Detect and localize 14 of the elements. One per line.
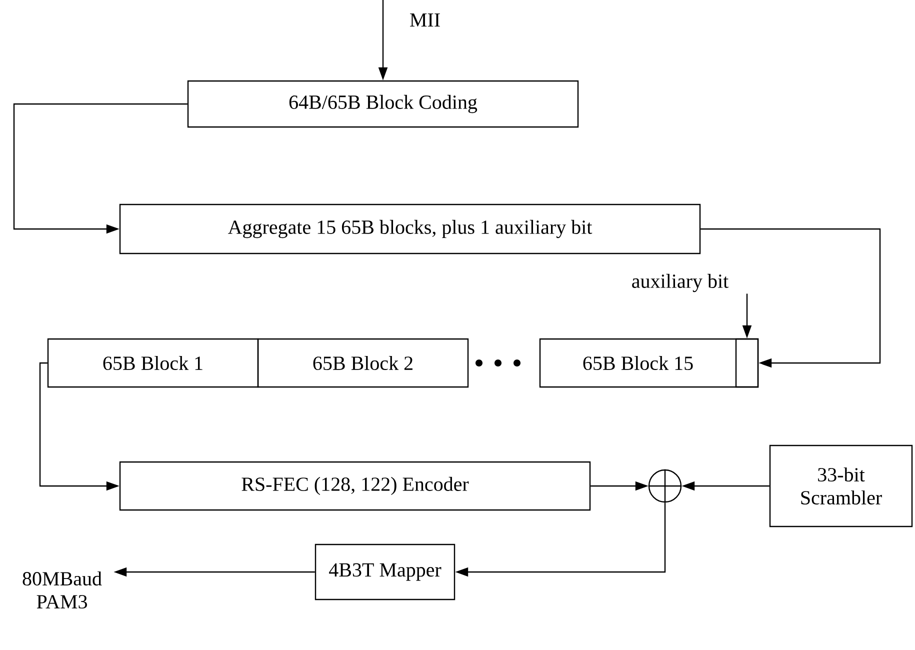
block-box: 65B Block 2 — [257, 338, 469, 388]
output-label: 80MBaud PAM3 — [22, 571, 102, 609]
block-box: 65B Block 1 — [47, 338, 259, 388]
block-box: 65B Block 15 — [539, 338, 759, 388]
arrow — [700, 228, 881, 368]
process-box: 33-bit Scrambler — [769, 444, 913, 528]
bit-label: auxiliary bit — [632, 274, 728, 292]
xor-symbol — [648, 468, 682, 504]
process-box: 64B/65B Block Coding — [187, 80, 579, 128]
process-box: RS-FEC (128, 122) Encoder — [119, 461, 591, 511]
input-label: MII — [410, 13, 440, 27]
process-box: 4B3T Mapper — [314, 544, 456, 600]
bit-cell — [735, 338, 759, 388]
process-box: Aggregate 15 65B blocks, plus 1 auxiliary bit — [119, 204, 701, 254]
